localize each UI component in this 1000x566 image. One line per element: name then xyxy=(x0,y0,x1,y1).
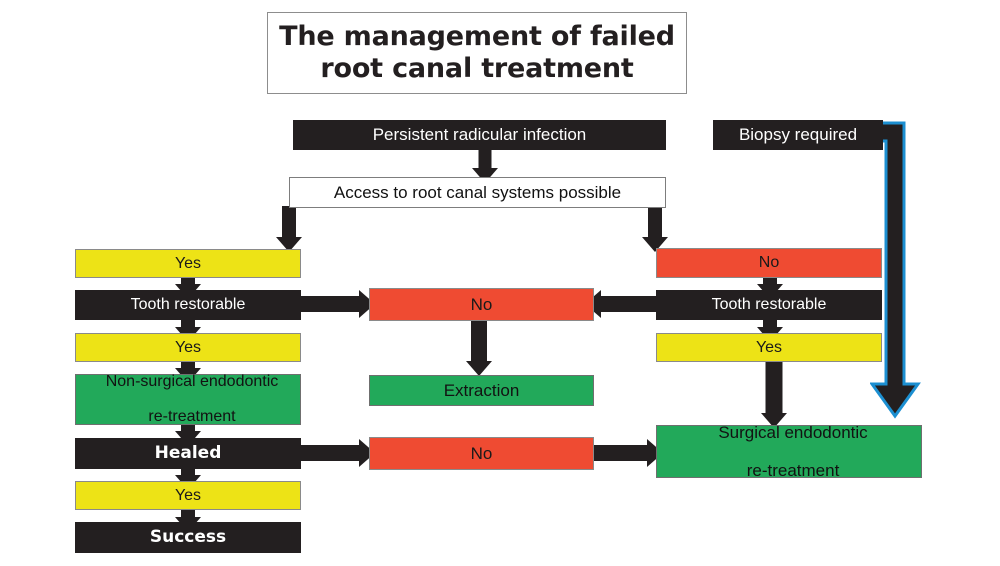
node-left-yes-3[interactable]: Yes xyxy=(75,481,301,510)
node-surgical-retreatment-label: Surgical endodontic re-treatment xyxy=(657,423,921,480)
node-non-surgical-retreatment-line-1: Non-surgical endodontic xyxy=(105,372,279,390)
node-biopsy-required-label: Biopsy required xyxy=(738,125,858,145)
arrow-mid-no2-to-surgical xyxy=(588,438,663,468)
node-persistent-radicular-infection[interactable]: Persistent radicular infection xyxy=(293,120,666,150)
node-middle-no-1-label: No xyxy=(470,294,493,314)
page-title-line-1: The management of failed xyxy=(279,21,675,53)
node-right-no-top-label: No xyxy=(758,254,780,272)
node-healed[interactable]: Healed xyxy=(75,438,301,469)
node-access-label: Access to root canal systems possible xyxy=(333,182,622,202)
arrow-access-to-right-no xyxy=(640,206,670,252)
node-left-yes-1[interactable]: Yes xyxy=(75,249,301,278)
node-left-tooth-restorable[interactable]: Tooth restorable xyxy=(75,290,301,320)
node-surgical-endodontic-re-treatment[interactable]: Surgical endodontic re-treatment xyxy=(656,423,922,480)
node-middle-no-1[interactable]: No xyxy=(369,288,594,321)
node-left-yes-2[interactable]: Yes xyxy=(75,333,301,362)
node-surgical-retreatment-line-2: re-treatment xyxy=(746,461,840,481)
node-right-no-top[interactable]: No xyxy=(656,248,882,278)
arrow-mid-no1-to-extraction xyxy=(462,320,496,376)
node-healed-label: Healed xyxy=(154,442,222,463)
page-title-line-2: root canal treatment xyxy=(320,53,634,84)
node-success[interactable]: Success xyxy=(75,522,301,553)
node-non-surgical-retreatment-label: Non-surgical endodontic re-treatment xyxy=(76,373,300,427)
arrow-healed-to-mid-no2 xyxy=(295,438,375,468)
node-surgical-retreatment-line-1: Surgical endodontic xyxy=(718,422,868,442)
node-left-yes-2-label: Yes xyxy=(174,338,202,356)
node-middle-no-2[interactable]: No xyxy=(369,437,594,470)
node-right-tooth-restorable-label: Tooth restorable xyxy=(711,296,827,314)
page-title-text: The management of failed root canal trea… xyxy=(279,21,675,85)
node-non-surgical-retreatment-line-2: re-treatment xyxy=(148,408,236,426)
page-title: The management of failed root canal trea… xyxy=(267,12,687,94)
arrow-right-yes-to-surgical xyxy=(757,362,791,428)
node-right-yes[interactable]: Yes xyxy=(656,333,882,362)
node-non-surgical-endodontic-re-treatment[interactable]: Non-surgical endodontic re-treatment xyxy=(75,373,301,427)
node-left-yes-1-label: Yes xyxy=(174,254,202,272)
arrow-left-tooth-restorable-to-mid-no xyxy=(295,289,375,319)
arrow-access-to-left-yes xyxy=(274,206,304,252)
node-extraction-label: Extraction xyxy=(443,380,520,400)
node-middle-no-2-label: No xyxy=(470,443,493,463)
node-success-label: Success xyxy=(149,526,227,547)
arrow-right-tooth-restorable-to-mid-no xyxy=(585,289,665,319)
node-biopsy-required[interactable]: Biopsy required xyxy=(713,120,883,150)
node-access-to-root-canal-systems-possible[interactable]: Access to root canal systems possible xyxy=(289,177,666,208)
node-left-yes-3-label: Yes xyxy=(174,486,202,504)
node-persistent-radicular-infection-label: Persistent radicular infection xyxy=(372,125,587,145)
node-left-tooth-restorable-label: Tooth restorable xyxy=(130,296,246,314)
node-extraction[interactable]: Extraction xyxy=(369,375,594,406)
node-right-yes-label: Yes xyxy=(755,338,783,356)
node-right-tooth-restorable[interactable]: Tooth restorable xyxy=(656,290,882,320)
